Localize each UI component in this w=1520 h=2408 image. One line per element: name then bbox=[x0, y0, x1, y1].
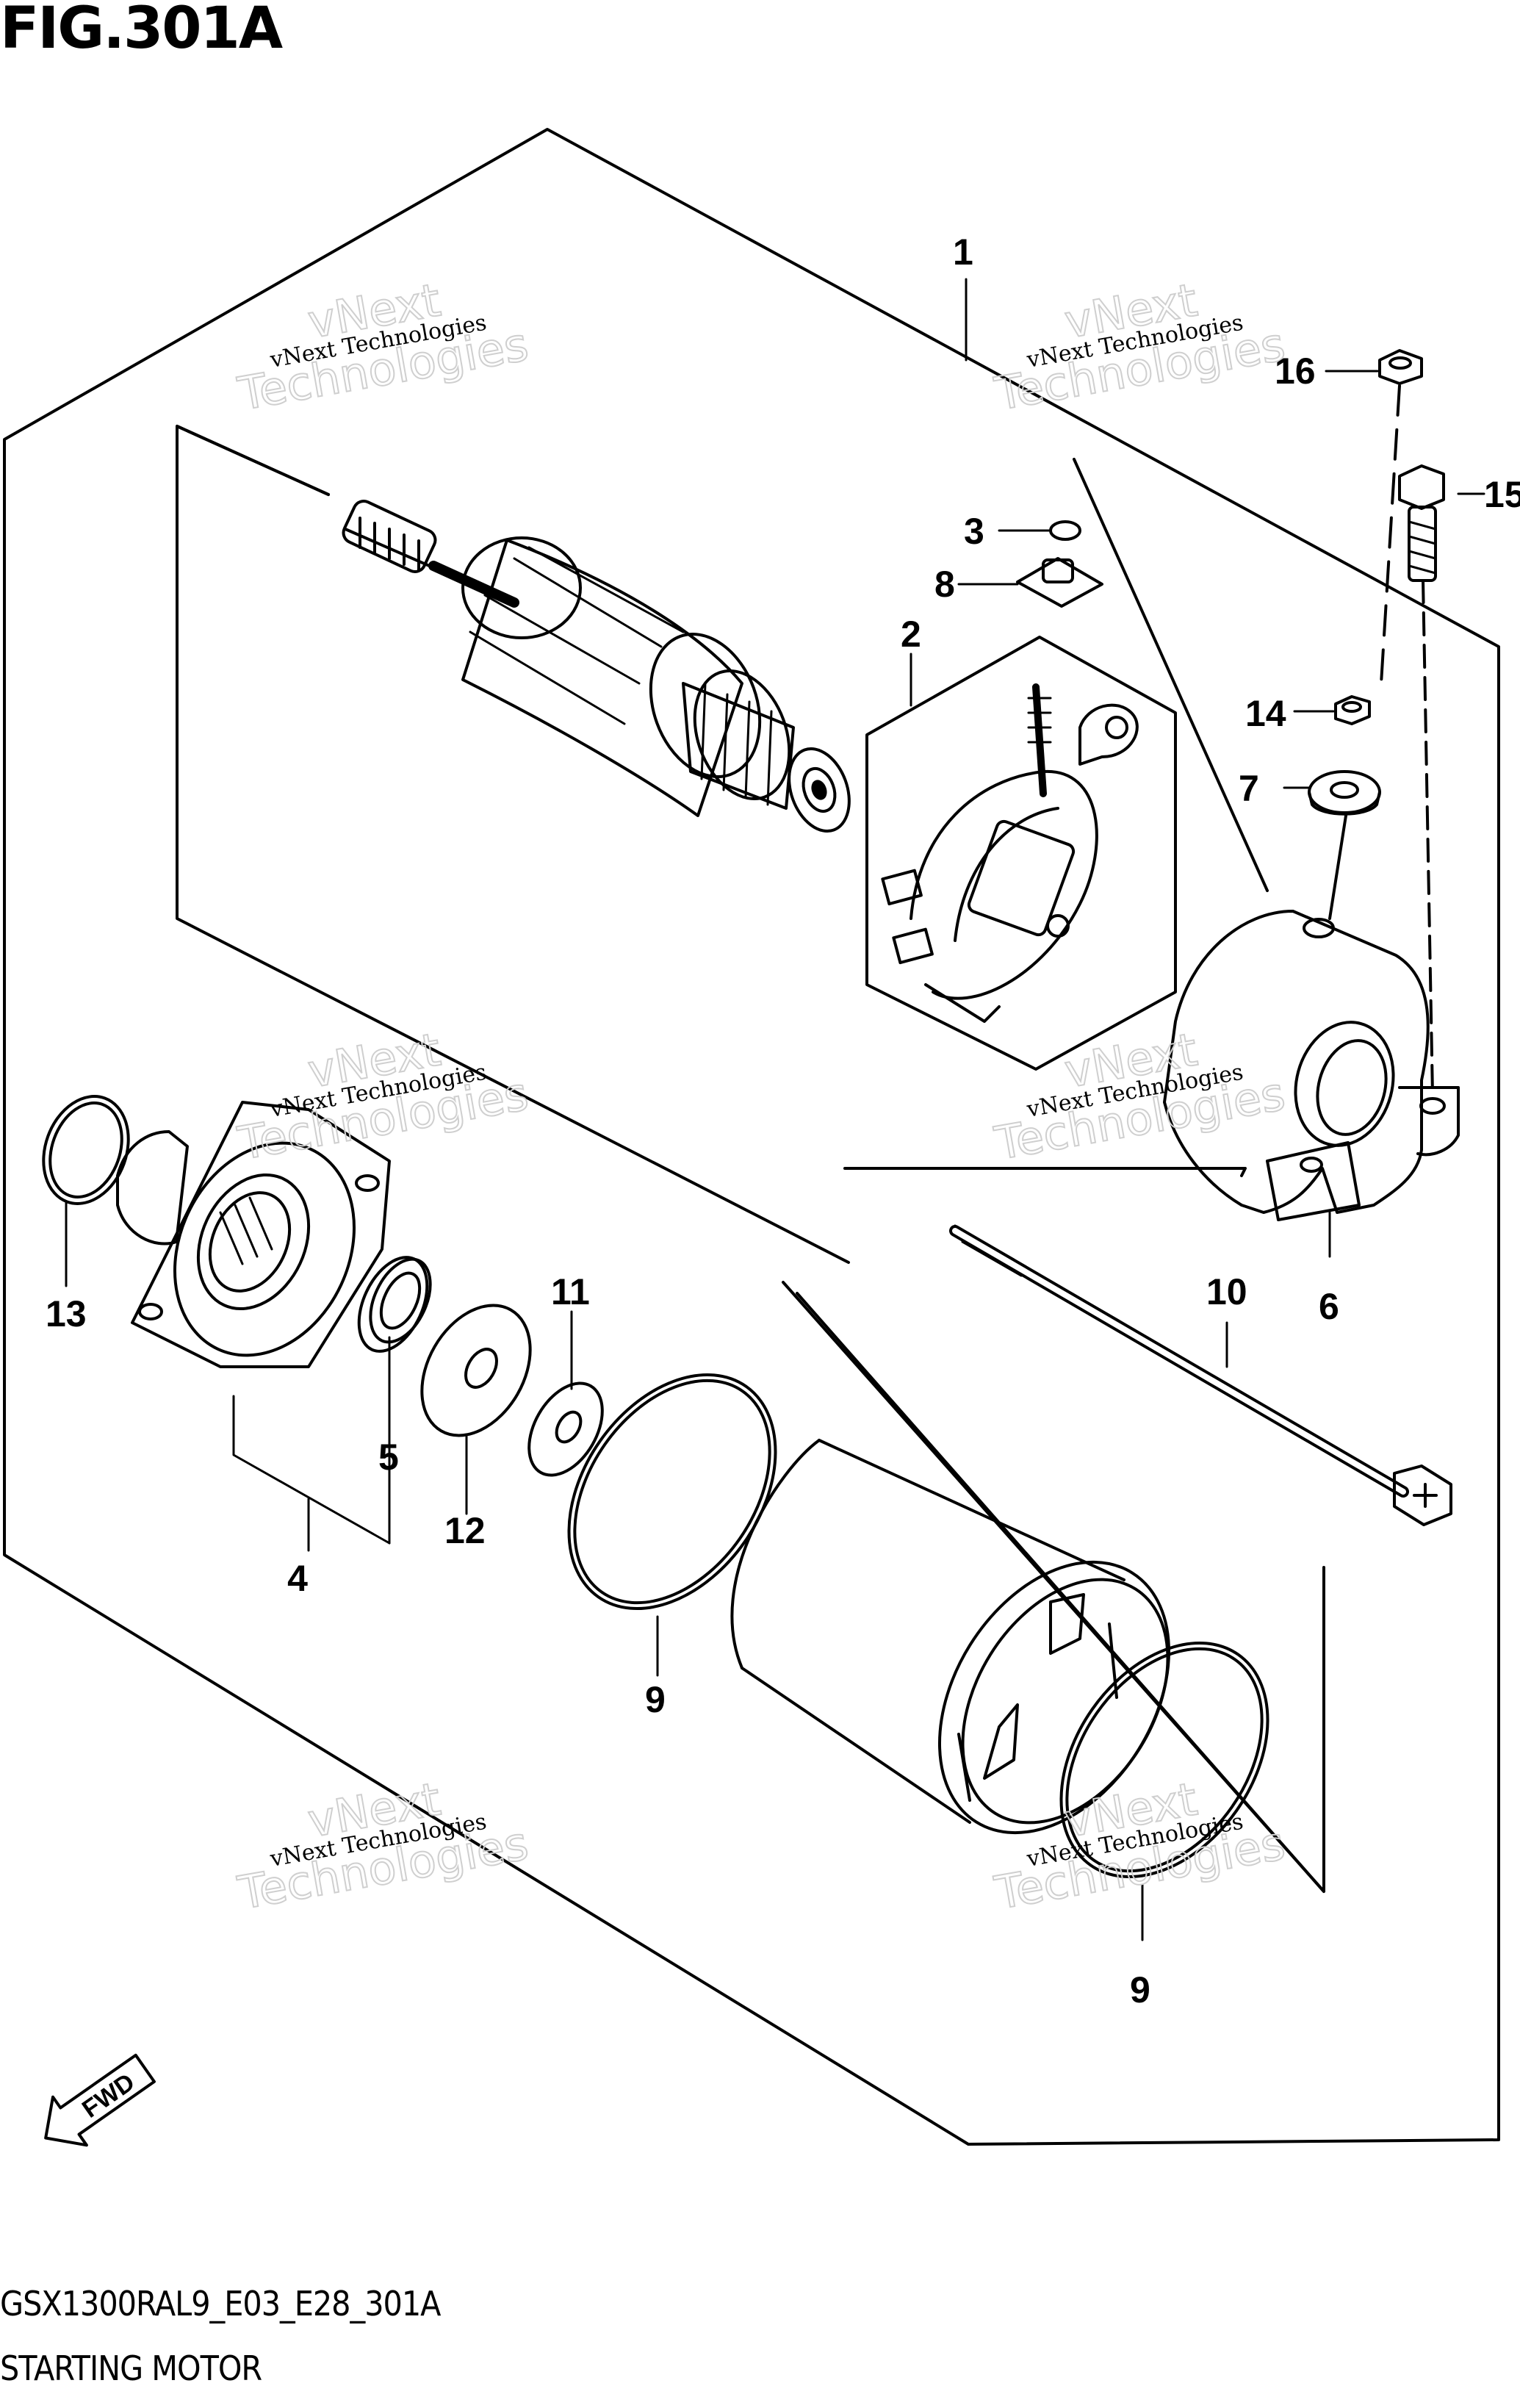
washer-7 bbox=[1308, 770, 1381, 816]
callout-leaders bbox=[65, 278, 1485, 1941]
callout-labels: 1 2 3 4 5 6 7 8 9 9 10 11 12 13 14 15 16 bbox=[46, 231, 1520, 2010]
brush-plate-8 bbox=[1016, 557, 1103, 608]
brush-holder bbox=[881, 683, 1139, 1023]
callout-5[interactable]: 5 bbox=[378, 1437, 399, 1478]
guide-line-lower bbox=[843, 1167, 1247, 1177]
callout-2[interactable]: 2 bbox=[901, 614, 921, 655]
callout-11[interactable]: 11 bbox=[551, 1271, 590, 1312]
callout-6[interactable]: 6 bbox=[1319, 1286, 1339, 1327]
callout-1[interactable]: 1 bbox=[953, 231, 973, 273]
callout-13[interactable]: 13 bbox=[46, 1293, 87, 1334]
o-ring-3 bbox=[1049, 520, 1081, 541]
nut-14 bbox=[1334, 695, 1371, 725]
callout-15[interactable]: 15 bbox=[1484, 474, 1520, 515]
callout-10[interactable]: 10 bbox=[1206, 1271, 1247, 1312]
washer-12 bbox=[420, 1304, 532, 1437]
end-cover-6 bbox=[1163, 910, 1460, 1221]
bolt-15 bbox=[1398, 464, 1445, 582]
fwd-arrow: FWD bbox=[44, 2053, 156, 2147]
o-ring-9-right bbox=[1059, 1641, 1269, 1879]
washer-11 bbox=[527, 1381, 604, 1477]
callout-4[interactable]: 4 bbox=[287, 1558, 308, 1599]
armature bbox=[342, 500, 851, 833]
o-ring-9-left bbox=[567, 1373, 777, 1611]
callout-7[interactable]: 7 bbox=[1239, 768, 1259, 809]
callout-12[interactable]: 12 bbox=[444, 1510, 486, 1551]
callout-3[interactable]: 3 bbox=[964, 511, 984, 552]
figure-code: GSX1300RAL9_E03_E28_301A bbox=[0, 2284, 441, 2323]
callout-16[interactable]: 16 bbox=[1275, 351, 1316, 392]
assembly-outline bbox=[3, 128, 1500, 2146]
callout-14[interactable]: 14 bbox=[1245, 693, 1286, 734]
through-bolt-10 bbox=[949, 1224, 1452, 1526]
nut-16 bbox=[1378, 349, 1423, 385]
yoke-housing bbox=[730, 1439, 1171, 1835]
callout-8[interactable]: 8 bbox=[934, 564, 955, 605]
callout-9-left[interactable]: 9 bbox=[645, 1679, 666, 1720]
figure-name: STARTING MOTOR bbox=[0, 2348, 262, 2388]
housing-end-4 bbox=[116, 1101, 391, 1368]
brush-holder-box bbox=[865, 636, 1177, 1071]
callout-9-right[interactable]: 9 bbox=[1130, 1969, 1150, 2010]
guide-line-end-cover bbox=[1073, 458, 1269, 892]
figure-title: FIG.301A bbox=[0, 0, 283, 62]
seal-5 bbox=[357, 1256, 432, 1353]
